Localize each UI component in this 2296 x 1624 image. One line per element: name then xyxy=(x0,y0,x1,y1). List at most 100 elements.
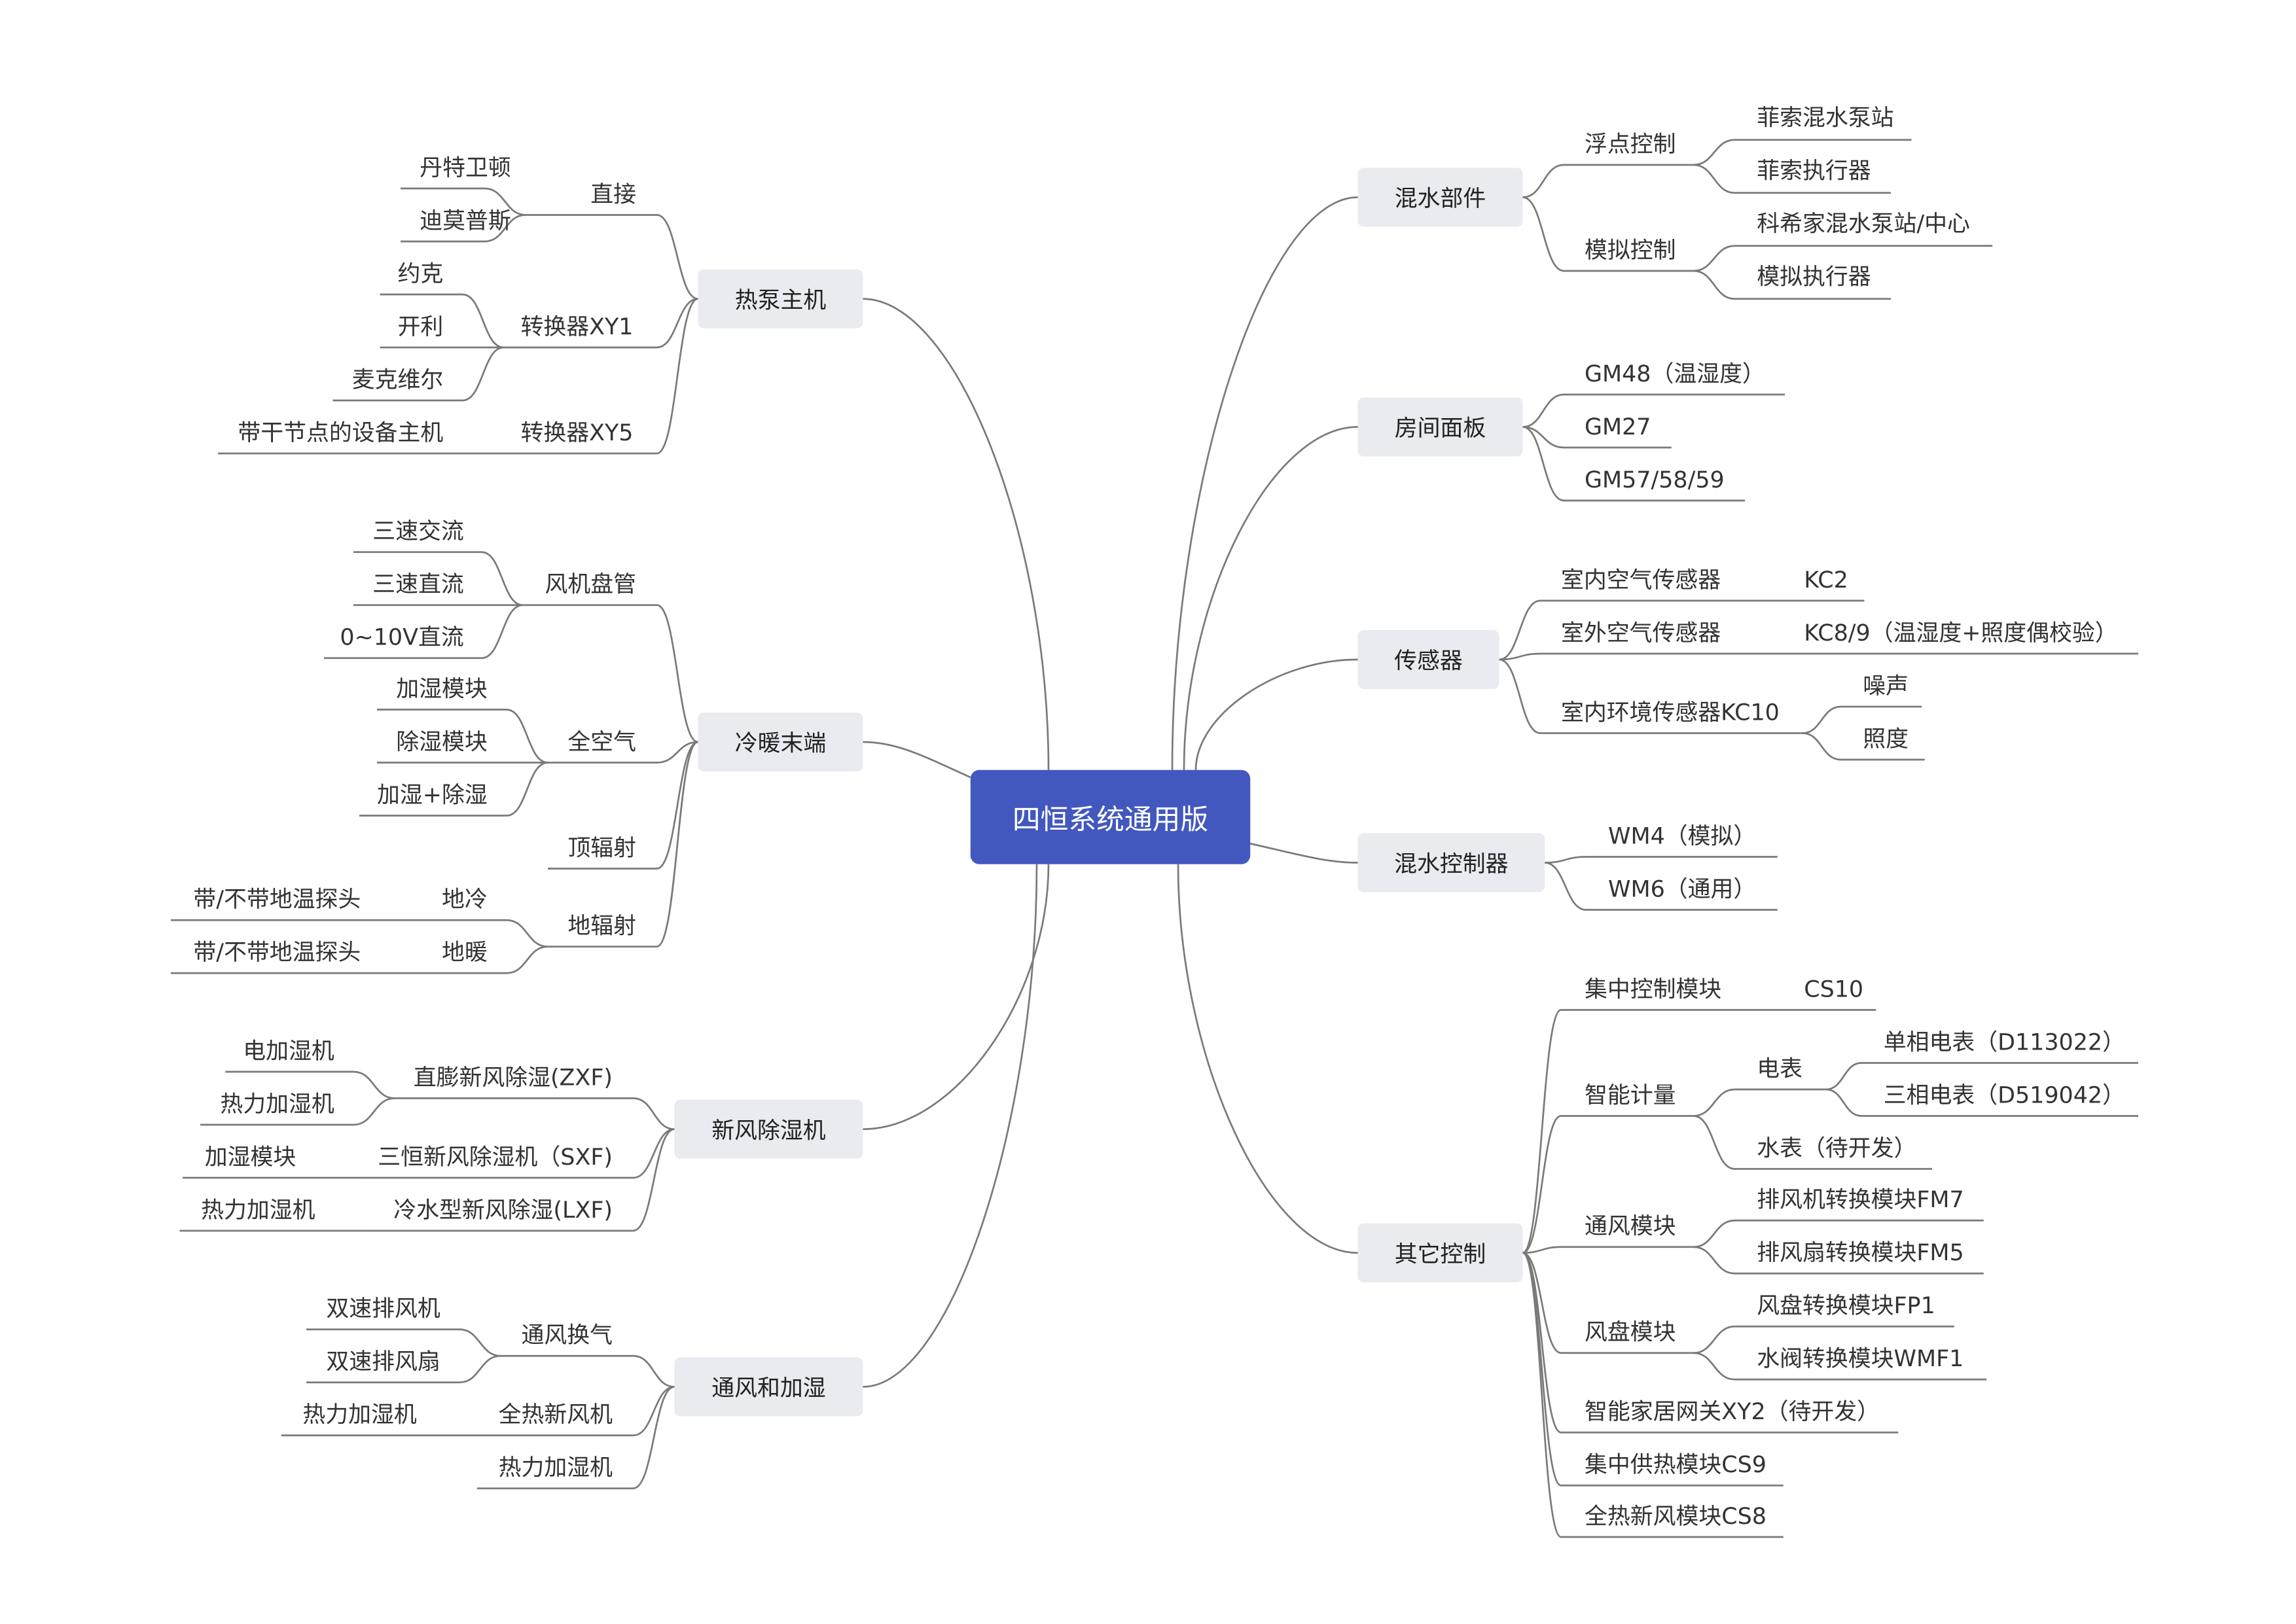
leaf-thermal-humidifier[interactable]: 热力加湿机 xyxy=(498,1455,613,1481)
leaf-three-speed-dc[interactable]: 三速直流 xyxy=(372,571,464,598)
leaf-kc2[interactable]: KC2 xyxy=(1804,567,1848,593)
leaf-0-10v-dc[interactable]: 0~10V直流 xyxy=(340,624,464,651)
subtopic-env-sensor-kc10[interactable]: 室内环境传感器KC10 xyxy=(1561,699,1780,726)
leaf-gm57-58-59[interactable]: GM57/58/59 xyxy=(1585,467,1725,493)
leaf-gm48[interactable]: GM48（温湿度） xyxy=(1585,361,1765,387)
leaf-carrier[interactable]: 开利 xyxy=(397,313,444,340)
branch-line xyxy=(225,1070,395,1099)
leaf-thermal-humidifier-erv[interactable]: 热力加湿机 xyxy=(302,1402,417,1428)
leaf-dehumidify-module[interactable]: 除湿模块 xyxy=(396,728,488,756)
topic-heat-pump[interactable]: 热泵主机 xyxy=(698,269,863,328)
leaf-thermal-humidifier-zxf[interactable]: 热力加湿机 xyxy=(220,1091,334,1118)
leaf-cs9[interactable]: 集中供热模块CS9 xyxy=(1585,1451,1767,1479)
leaf-york[interactable]: 约克 xyxy=(397,260,444,287)
topic-terminal[interactable]: 冷暖末端 xyxy=(698,713,863,771)
leaf-floor-cooling-probe[interactable]: 带/不带地温探头 xyxy=(193,886,361,913)
branch-line xyxy=(503,298,698,349)
leaf-kexijia-pump-station[interactable]: 科希家混水泵站/中心 xyxy=(1757,210,1970,238)
leaf-fisso-pump-station[interactable]: 菲索混水泵站 xyxy=(1757,104,1894,132)
subtopic-sxf[interactable]: 三恒新风除湿机（SXF) xyxy=(378,1144,613,1171)
branch-line xyxy=(353,551,523,607)
subtopic-indoor-air-sensor[interactable]: 室内空气传感器 xyxy=(1561,567,1721,593)
leaf-fm7[interactable]: 排风机转换模块FM7 xyxy=(1757,1186,1964,1214)
topic-room-panel[interactable]: 房间面板 xyxy=(1357,397,1523,457)
subtopic-fan-coil[interactable]: 风机盘管 xyxy=(545,571,636,598)
trunk-line xyxy=(1177,864,1358,1254)
subtopic-all-air[interactable]: 全空气 xyxy=(567,728,636,756)
leaf-dry-contact-host[interactable]: 带干节点的设备主机 xyxy=(238,419,444,446)
branch-line xyxy=(306,1328,501,1357)
subtopic-floor-cooling[interactable]: 地冷 xyxy=(441,886,488,913)
leaf-wm6[interactable]: WM6（通用） xyxy=(1608,875,1757,903)
leaf-wmf1[interactable]: 水阀转换模块WMF1 xyxy=(1757,1345,1964,1373)
leaf-floor-heating-probe[interactable]: 带/不带地温探头 xyxy=(193,939,361,966)
subtopic-electric-meter[interactable]: 电表 xyxy=(1757,1055,1803,1082)
subtopic-ventilation-module[interactable]: 通风模块 xyxy=(1585,1213,1676,1240)
leaf-dimopus[interactable]: 迪莫普斯 xyxy=(420,207,511,234)
leaf-humidify-module-sxf[interactable]: 加湿模块 xyxy=(204,1144,296,1171)
leaf-two-speed-exhaust-fan[interactable]: 双速排风机 xyxy=(326,1296,440,1322)
branch-line xyxy=(401,187,526,216)
subtopic-erv[interactable]: 全热新风机 xyxy=(498,1402,613,1428)
subtopic-smart-metering[interactable]: 智能计量 xyxy=(1585,1082,1676,1109)
leaf-fp1[interactable]: 风盘转换模块FP1 xyxy=(1757,1292,1935,1320)
subtopic-floor-radiation[interactable]: 地辐射 xyxy=(567,913,636,940)
subtopic-converter-xy5[interactable]: 转换器XY5 xyxy=(520,419,634,446)
branch-line xyxy=(1825,1062,2138,1091)
branch-line xyxy=(1693,1088,1826,1117)
branch-line xyxy=(501,1354,675,1388)
leaf-single-phase-meter[interactable]: 单相电表（D113022） xyxy=(1883,1029,2125,1056)
subtopic-floating-control[interactable]: 浮点控制 xyxy=(1585,131,1676,158)
leaf-ceiling-radiation[interactable]: 顶辐射 xyxy=(567,834,636,862)
leaf-wm4[interactable]: WM4（模拟） xyxy=(1608,822,1757,850)
branch-line xyxy=(1499,599,1865,661)
branch-line xyxy=(1522,1252,1694,1354)
leaf-kc8-9[interactable]: KC8/9（温湿度+照度偶校验） xyxy=(1804,620,2118,646)
central-topic[interactable]: 四恒系统通用版 xyxy=(970,769,1251,864)
topic-sensors[interactable]: 传感器 xyxy=(1357,630,1499,689)
topic-mixing-parts[interactable]: 混水部件 xyxy=(1357,168,1523,227)
subtopic-analog-control[interactable]: 模拟控制 xyxy=(1585,237,1676,264)
leaf-analog-actuator[interactable]: 模拟执行器 xyxy=(1757,263,1871,291)
branch-line xyxy=(1522,1009,1876,1254)
branch-line xyxy=(1522,393,1785,428)
trunk-line xyxy=(863,741,971,779)
subtopic-direct[interactable]: 直接 xyxy=(590,181,636,208)
leaf-mcquay[interactable]: 麦克维尔 xyxy=(351,366,444,393)
leaf-thermal-humidifier-lxf[interactable]: 热力加湿机 xyxy=(201,1197,315,1224)
subtopic-central-control-module[interactable]: 集中控制模块 xyxy=(1585,976,1722,1003)
branch-line xyxy=(1545,856,1778,864)
leaf-dante-weiton[interactable]: 丹特卫顿 xyxy=(420,154,511,181)
branch-line xyxy=(526,214,698,300)
leaf-humidify-dehumidify[interactable]: 加湿+除湿 xyxy=(377,781,488,809)
leaf-three-phase-meter[interactable]: 三相电表（D519042） xyxy=(1883,1082,2125,1109)
subtopic-floor-heating[interactable]: 地暖 xyxy=(441,939,488,966)
leaf-gateway-xy2[interactable]: 智能家居网关XY2（待开发） xyxy=(1585,1398,1880,1426)
leaf-water-meter[interactable]: 水表（待开发） xyxy=(1757,1135,1917,1162)
leaf-fm5[interactable]: 排风扇转换模块FM5 xyxy=(1757,1239,1964,1267)
topic-ventilation-humidification[interactable]: 通风和加湿 xyxy=(674,1357,863,1417)
leaf-humidify-module[interactable]: 加湿模块 xyxy=(396,675,488,703)
trunk-line xyxy=(1249,842,1358,864)
branch-line xyxy=(1693,1352,1987,1381)
topic-fresh-dehumidifier[interactable]: 新风除湿机 xyxy=(674,1099,863,1159)
leaf-three-speed-ac[interactable]: 三速交流 xyxy=(372,518,464,545)
leaf-fisso-actuator[interactable]: 菲索执行器 xyxy=(1757,157,1871,185)
subtopic-lxf[interactable]: 冷水型新风除湿(LXF) xyxy=(393,1197,613,1224)
topic-other-control[interactable]: 其它控制 xyxy=(1357,1223,1523,1282)
leaf-cs10[interactable]: CS10 xyxy=(1804,976,1864,1003)
subtopic-outdoor-air-sensor[interactable]: 室外空气传感器 xyxy=(1561,620,1721,646)
leaf-illuminance[interactable]: 照度 xyxy=(1863,726,1909,752)
subtopic-fan-coil-module[interactable]: 风盘模块 xyxy=(1585,1319,1676,1346)
leaf-gm27[interactable]: GM27 xyxy=(1585,414,1651,440)
leaf-noise[interactable]: 噪声 xyxy=(1863,673,1909,699)
trunk-line xyxy=(1171,196,1358,770)
leaf-electric-humidifier[interactable]: 电加湿机 xyxy=(243,1038,334,1065)
subtopic-converter-xy1[interactable]: 转换器XY1 xyxy=(520,313,634,340)
leaf-cs8[interactable]: 全热新风模块CS8 xyxy=(1585,1503,1767,1530)
subtopic-air-exchange[interactable]: 通风换气 xyxy=(521,1322,613,1349)
topic-mixing-controller[interactable]: 混水控制器 xyxy=(1357,833,1545,892)
leaf-two-speed-exhaust-blower[interactable]: 双速排风扇 xyxy=(326,1349,440,1375)
subtopic-zxf[interactable]: 直膨新风除湿(ZXF) xyxy=(413,1064,613,1091)
